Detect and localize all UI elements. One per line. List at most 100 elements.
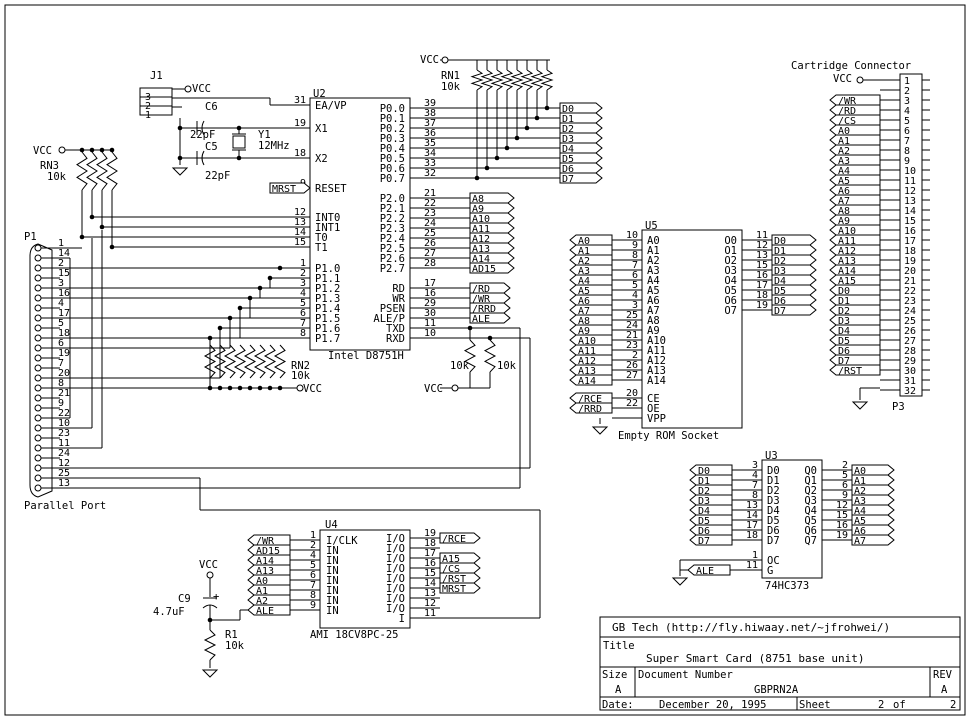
net-port-label: D6 (562, 164, 574, 175)
net-port-label: A13 (838, 256, 856, 267)
power-terminal (34, 244, 42, 252)
net-port-label: A1 (578, 246, 590, 257)
net-port-label: D7 (562, 174, 574, 185)
pin-number: 13 (294, 217, 306, 228)
net-port-label: /RD (472, 284, 490, 295)
junction-dot (207, 335, 213, 341)
pin-number: 17 (904, 236, 916, 247)
pin-number: 12 (756, 240, 768, 251)
net-port (829, 94, 881, 106)
pin-number: 8 (752, 490, 758, 501)
pin-number: 9 (58, 398, 64, 409)
pin-number: 27 (904, 336, 916, 347)
power-terminal (34, 314, 42, 322)
pin-name: VPP (647, 413, 666, 425)
pin-number: 7 (752, 480, 758, 491)
pin-number: 5 (904, 116, 910, 127)
net-port-label: A9 (838, 216, 850, 227)
pin-name: IN (326, 565, 339, 577)
pin-name: Q7 (804, 535, 817, 547)
net-port-label: A15 (838, 276, 856, 287)
pin-name: T0 (315, 232, 328, 244)
pin-number: 36 (424, 128, 436, 139)
net-port-label: D0 (774, 236, 786, 247)
wire (86, 151, 98, 191)
wire (540, 69, 554, 91)
pin-number: 9 (904, 156, 910, 167)
power-terminal (34, 264, 42, 272)
size-label: Size (602, 669, 627, 681)
pin-number: 1 (58, 238, 64, 249)
rn3-ref: RN3 (40, 160, 59, 172)
net-port-label: A2 (256, 596, 268, 607)
pin-name: D4 (767, 505, 780, 517)
u4-body (319, 529, 411, 629)
junction-dot (89, 147, 95, 153)
document-number-label: Document Number (638, 669, 733, 681)
pin-number: 8 (632, 250, 638, 261)
capacitor-plate (201, 120, 205, 136)
pin-number: 17 (58, 308, 70, 319)
pin-number: 10 (424, 328, 436, 339)
j1-body (139, 87, 173, 116)
net-port (829, 344, 881, 356)
pin-number: 19 (424, 528, 436, 539)
net-port (469, 282, 511, 294)
wire (273, 344, 287, 379)
u4-part-name: AMI 18CV8PC-25 (310, 629, 399, 641)
net-port-label: /WR (472, 294, 491, 305)
pin-number: 2 (300, 268, 306, 279)
pin-name: P1.5 (315, 313, 340, 325)
wire (76, 151, 88, 191)
pin-number: 26 (626, 360, 638, 371)
power-terminal (34, 384, 42, 392)
pin-number: 4 (752, 470, 758, 481)
power-terminal (34, 414, 42, 422)
pin-number: 16 (58, 288, 70, 299)
net-port-label: D0 (698, 466, 710, 477)
pin-name: P1.4 (315, 303, 340, 315)
pin-number: 6 (904, 126, 910, 137)
net-port-label: A6 (838, 186, 850, 197)
net-port-label: D6 (698, 526, 710, 537)
p1-ref: P1 (24, 231, 37, 243)
net-port (829, 134, 881, 146)
power-terminal (34, 334, 42, 342)
u3-ref: U3 (765, 450, 778, 462)
net-port-label: A10 (472, 214, 490, 225)
pin-name: O4 (724, 275, 737, 287)
pin-name: IN (326, 585, 339, 597)
date-label: Date: (602, 699, 634, 711)
pin-number: 2 (310, 540, 316, 551)
net-port-label: A10 (838, 226, 856, 237)
power-terminal (58, 146, 66, 154)
pin-number: 6 (842, 480, 848, 491)
pin-name: I/O (386, 593, 405, 605)
net-port (569, 354, 613, 366)
pin-number: 27 (626, 370, 638, 381)
pin-name: O6 (724, 295, 737, 307)
crystal-y1 (232, 135, 246, 149)
pin-number: 2 (58, 258, 64, 269)
pin-number: 22 (904, 286, 916, 297)
pin-name: X1 (315, 123, 328, 135)
power-terminal (34, 344, 42, 352)
power-terminal (34, 354, 42, 362)
pin-number: 17 (424, 278, 436, 289)
net-port-label: D4 (774, 276, 786, 287)
net-port-label: A12 (472, 234, 490, 245)
junction-dot (99, 147, 105, 153)
net-port (247, 544, 291, 556)
power-terminal (34, 274, 42, 282)
net-port (689, 504, 733, 516)
net-port-label: D2 (774, 256, 786, 267)
pin-name: O3 (724, 265, 737, 277)
pin-name: P2.0 (380, 193, 405, 205)
power-terminal (34, 394, 42, 402)
sheet-number: 2 (878, 699, 884, 711)
rev-value: A (941, 684, 948, 696)
net-port (469, 312, 511, 324)
net-port (469, 292, 511, 304)
pin-number: 6 (300, 308, 306, 319)
wire (106, 151, 118, 191)
